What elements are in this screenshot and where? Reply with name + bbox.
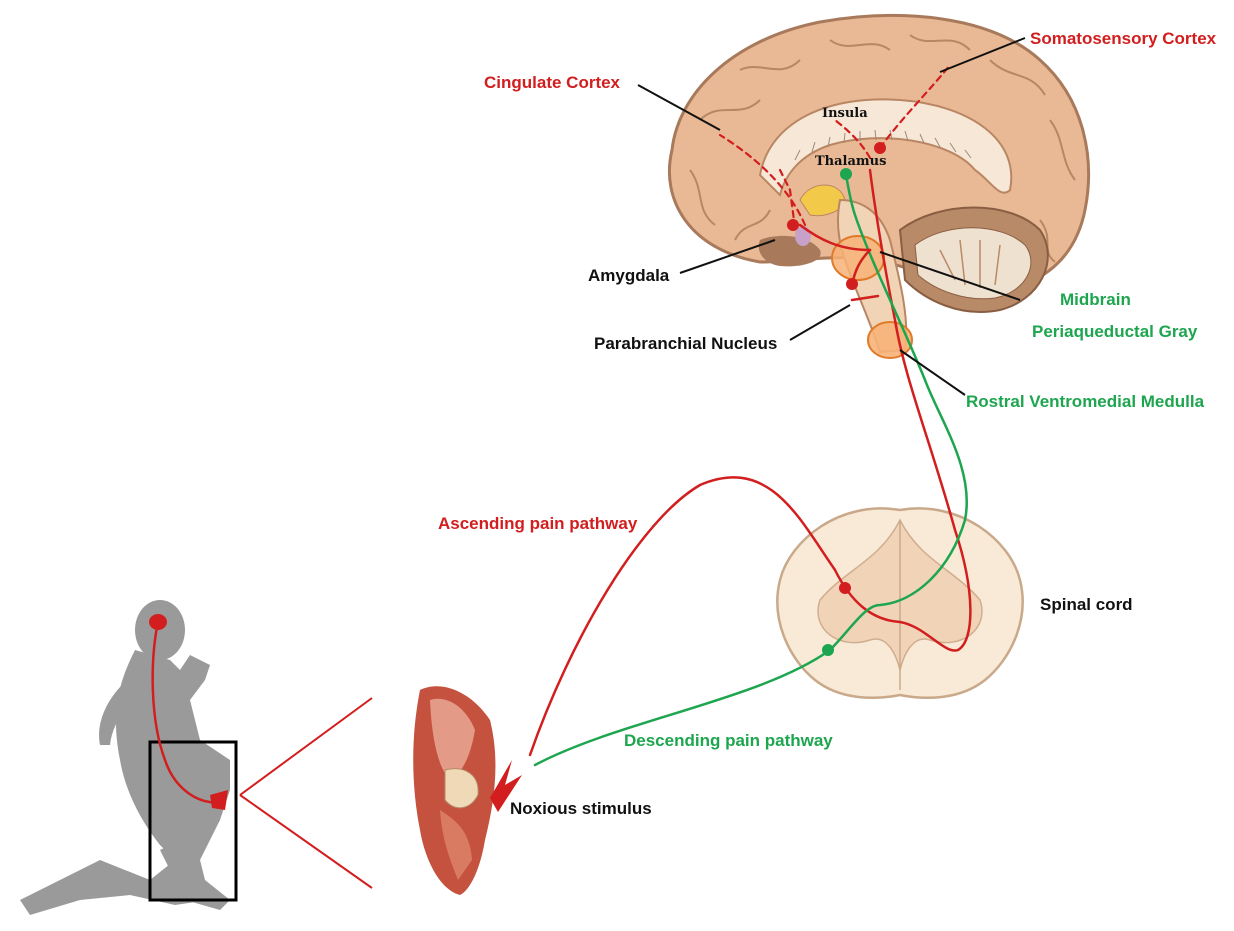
label-midbrain: Midbrain	[1060, 290, 1131, 309]
label-insula: Insula	[822, 106, 868, 121]
label-parabrachial-nucleus: Parabranchial Nucleus	[594, 334, 777, 353]
label-thalamus: Thalamus	[815, 154, 886, 169]
running-person-icon	[20, 600, 372, 915]
label-rostral-ventromedial-medulla: Rostral Ventromedial Medulla	[966, 392, 1205, 411]
knee-joint-icon	[413, 686, 495, 895]
label-ascending-pain-pathway: Ascending pain pathway	[438, 514, 638, 533]
label-somatosensory-cortex: Somatosensory Cortex	[1030, 29, 1217, 48]
label-noxious-stimulus: Noxious stimulus	[510, 799, 652, 818]
label-amygdala: Amygdala	[588, 266, 670, 285]
brain-sagittal-icon	[669, 16, 1088, 358]
periaqueductal-gray-marker	[832, 236, 884, 280]
label-spinal-cord: Spinal cord	[1040, 595, 1133, 614]
label-descending-pain-pathway: Descending pain pathway	[624, 731, 833, 750]
label-cingulate-cortex: Cingulate Cortex	[484, 73, 621, 92]
label-periaqueductal-gray: Periaqueductal Gray	[1032, 322, 1198, 341]
